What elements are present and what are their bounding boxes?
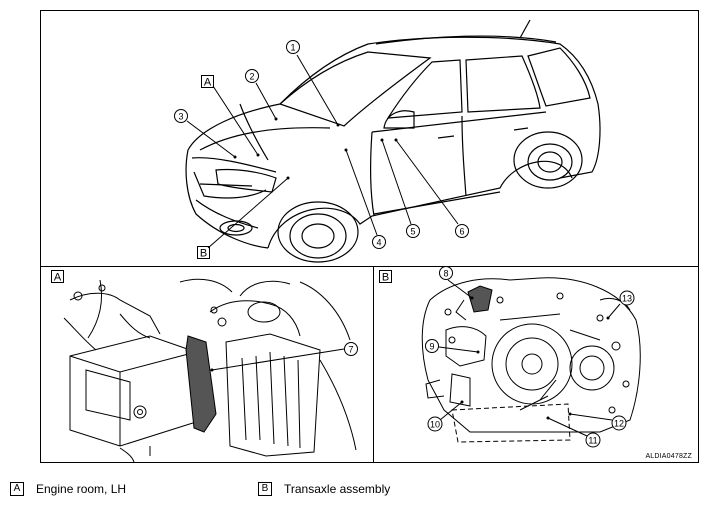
legend-item-a: A Engine room, LH xyxy=(10,480,126,498)
label-b-overview: B xyxy=(200,248,207,260)
svg-text:11: 11 xyxy=(588,435,597,445)
svg-text:2: 2 xyxy=(249,71,254,81)
callout-8: 8 xyxy=(439,266,474,300)
label-box-b-inset xyxy=(379,270,392,283)
callout-11: 11 xyxy=(546,416,601,448)
legend-key-b: B xyxy=(258,482,272,496)
figure-code: ALDIA0478ZZ xyxy=(645,453,692,460)
svg-text:5: 5 xyxy=(410,226,415,236)
leader-b xyxy=(207,177,289,249)
svg-text:12: 12 xyxy=(614,418,624,428)
callout-6: 6 xyxy=(394,138,469,238)
vehicle-illustration xyxy=(185,19,601,263)
control-unit-hatched xyxy=(185,335,217,433)
legend-item-b: B Transaxle assembly xyxy=(258,480,390,498)
svg-text:13: 13 xyxy=(622,293,632,303)
label-box-a-inset xyxy=(51,270,64,283)
svg-text:3: 3 xyxy=(178,111,183,121)
callout-10: 10 xyxy=(427,400,464,432)
callout-13: 13 xyxy=(606,290,635,320)
label-b-inset: B xyxy=(382,272,389,284)
svg-text:8: 8 xyxy=(443,268,448,278)
callout-3: 3 xyxy=(174,109,237,159)
label-a-overview: A xyxy=(204,77,212,89)
leader-a xyxy=(212,85,259,156)
label-a-inset: A xyxy=(54,272,62,284)
svg-text:1: 1 xyxy=(290,42,295,52)
engine-room-illustration xyxy=(63,278,357,463)
callout-12: 12 xyxy=(568,412,627,431)
transaxle-illustration xyxy=(421,277,641,443)
figure-frame xyxy=(40,10,699,463)
callout-7: 7 xyxy=(210,342,358,372)
callout-9: 9 xyxy=(425,339,480,354)
callout-5: 5 xyxy=(380,138,420,238)
callout-1: 1 xyxy=(286,40,340,127)
legend-key-a: A xyxy=(10,482,24,496)
label-box-b-overview xyxy=(197,246,210,259)
callout-4: 4 xyxy=(344,148,386,249)
callout-2: 2 xyxy=(245,69,278,121)
svg-text:9: 9 xyxy=(429,341,434,351)
svg-text:6: 6 xyxy=(459,226,464,236)
svg-text:4: 4 xyxy=(376,237,381,247)
label-box-a-overview xyxy=(201,75,214,88)
legend-text-a: Engine room, LH xyxy=(36,482,127,496)
legend-text-b: Transaxle assembly xyxy=(284,482,391,496)
svg-text:7: 7 xyxy=(348,344,353,354)
svg-text:10: 10 xyxy=(430,419,440,429)
